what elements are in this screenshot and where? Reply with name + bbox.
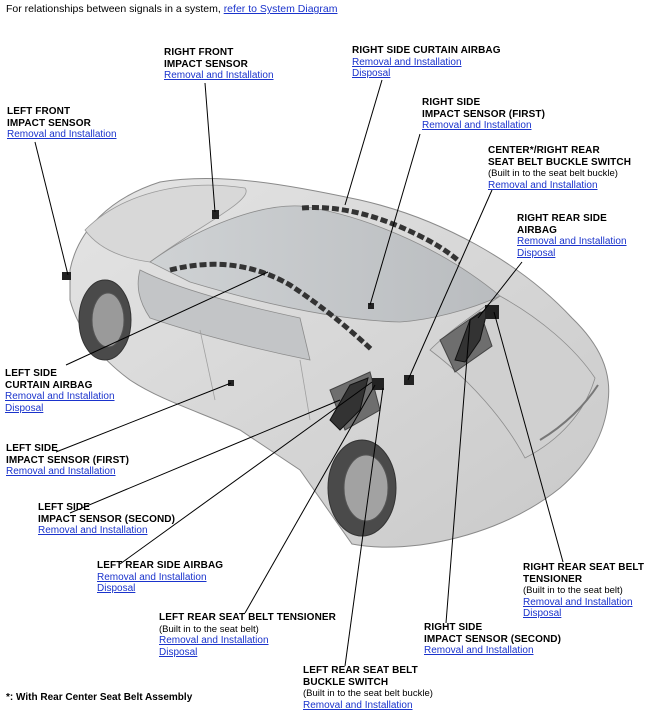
removal-installation-link[interactable]: Removal and Installation: [488, 179, 598, 191]
right-rear-side-airbag-shape: [454, 306, 489, 363]
left-front-sensor-shape: [62, 272, 71, 280]
removal-installation-link[interactable]: Removal and Installation: [517, 236, 627, 247]
label-note: (Built in to the seat belt): [159, 623, 259, 635]
label-title: IMPACT SENSOR (FIRST): [6, 454, 130, 466]
label-title: IMPACT SENSOR: [7, 117, 91, 129]
label-title: TENSIONER: [523, 573, 583, 585]
removal-installation-link[interactable]: Removal and Installation: [424, 645, 534, 656]
label-title: RIGHT REAR SEAT BELT: [523, 562, 645, 573]
label-title: LEFT FRONT: [7, 106, 71, 117]
label-title: IMPACT SENSOR (SECOND): [38, 513, 176, 525]
label-note: (Built in to the seat belt buckle): [488, 168, 618, 179]
removal-installation-link[interactable]: Removal and Installation: [6, 466, 116, 477]
disposal-link[interactable]: Disposal: [97, 583, 136, 594]
right-tensioner-shape: [485, 305, 499, 319]
label-title: LEFT SIDE: [6, 443, 59, 454]
removal-installation-link[interactable]: Removal and Installation: [303, 699, 413, 711]
label-note: (Built in to the seat belt buckle): [303, 688, 433, 699]
label-title: IMPACT SENSOR (SECOND): [424, 633, 562, 645]
label-right-side-curtain-airbag: RIGHT SIDE CURTAIN AIRBAG Removal and In…: [352, 45, 501, 80]
disposal-link[interactable]: Disposal: [523, 608, 562, 619]
label-title: LEFT REAR SEAT BELT: [303, 665, 418, 676]
label-center-right-rear-buckle-switch: CENTER*/RIGHT REAR SEAT BELT BUCKLE SWIT…: [488, 145, 631, 191]
label-left-side-impact-sensor-second: LEFT SIDE IMPACT SENSOR (SECOND) Removal…: [38, 502, 175, 537]
label-title: LEFT SIDE: [38, 502, 91, 513]
left-tensioner-shape: [372, 378, 384, 390]
leader-lines: [34, 79, 564, 667]
removal-installation-link[interactable]: Removal and Installation: [164, 70, 274, 81]
label-title: CENTER*/RIGHT REAR: [488, 145, 600, 156]
label-title: LEFT SIDE: [5, 368, 58, 379]
label-note: (Built in to the seat belt): [523, 585, 623, 596]
label-left-rear-buckle-switch: LEFT REAR SEAT BELT BUCKLE SWITCH (Built…: [303, 665, 433, 711]
disposal-link[interactable]: Disposal: [352, 68, 391, 79]
airbag-components: [62, 205, 499, 431]
label-right-side-impact-sensor-second: RIGHT SIDE IMPACT SENSOR (SECOND) Remova…: [424, 622, 561, 657]
disposal-link[interactable]: Disposal: [159, 646, 198, 658]
label-title: SEAT BELT BUCKLE SWITCH: [488, 156, 632, 168]
label-title: RIGHT SIDE: [424, 622, 483, 633]
label-left-front-impact-sensor: LEFT FRONT IMPACT SENSOR Removal and Ins…: [7, 106, 117, 141]
label-right-rear-seat-belt-tensioner: RIGHT REAR SEAT BELT TENSIONER (Built in…: [523, 562, 644, 620]
label-title: CURTAIN AIRBAG: [5, 379, 93, 391]
system-diagram-link[interactable]: refer to System Diagram: [223, 3, 338, 15]
label-title: AIRBAG: [517, 224, 558, 236]
label-title: LEFT REAR SIDE AIRBAG: [97, 560, 224, 571]
footnote: *: With Rear Center Seat Belt Assembly: [6, 692, 193, 703]
disposal-link[interactable]: Disposal: [5, 402, 44, 414]
label-left-side-impact-sensor-first: LEFT SIDE IMPACT SENSOR (FIRST) Removal …: [6, 443, 129, 478]
removal-installation-link[interactable]: Removal and Installation: [352, 56, 462, 68]
right-side-sensor-first-shape: [368, 303, 374, 309]
removal-installation-link[interactable]: Removal and Installation: [38, 525, 148, 536]
label-title: IMPACT SENSOR: [164, 58, 248, 70]
removal-installation-link[interactable]: Removal and Installation: [159, 635, 269, 646]
label-right-front-impact-sensor: RIGHT FRONT IMPACT SENSOR Removal and In…: [164, 47, 274, 82]
label-title: BUCKLE SWITCH: [303, 676, 389, 688]
removal-installation-link[interactable]: Removal and Installation: [7, 129, 117, 140]
disposal-link[interactable]: Disposal: [517, 247, 556, 259]
label-left-rear-side-airbag: LEFT REAR SIDE AIRBAG Removal and Instal…: [97, 560, 223, 595]
right-front-sensor-shape: [212, 210, 219, 219]
removal-installation-link[interactable]: Removal and Installation: [523, 596, 633, 608]
removal-installation-link[interactable]: Removal and Installation: [422, 120, 532, 131]
label-right-side-impact-sensor-first: RIGHT SIDE IMPACT SENSOR (FIRST) Removal…: [422, 97, 545, 132]
removal-installation-link[interactable]: Removal and Installation: [5, 391, 115, 402]
left-rear-side-airbag-shape: [329, 377, 369, 431]
label-title: RIGHT REAR SIDE: [517, 213, 607, 224]
label-left-rear-seat-belt-tensioner: LEFT REAR SEAT BELT TENSIONER (Built in …: [159, 612, 336, 658]
header-text: For relationships between signals in a s…: [6, 3, 224, 15]
right-curtain-airbag-shape: [301, 205, 462, 264]
label-title: LEFT REAR SEAT BELT TENSIONER: [159, 612, 336, 623]
label-title: RIGHT SIDE: [422, 97, 481, 108]
left-curtain-airbag-shape: [169, 261, 374, 352]
removal-installation-link[interactable]: Removal and Installation: [97, 571, 207, 583]
label-right-rear-side-airbag: RIGHT REAR SIDE AIRBAG Removal and Insta…: [517, 213, 627, 259]
label-title: RIGHT FRONT: [164, 47, 234, 58]
center-buckle-switch-shape: [404, 375, 414, 385]
label-title: IMPACT SENSOR (FIRST): [422, 108, 546, 120]
header-line: For relationships between signals in a s…: [6, 3, 337, 15]
label-left-side-curtain-airbag: LEFT SIDE CURTAIN AIRBAG Removal and Ins…: [5, 368, 115, 414]
label-title: RIGHT SIDE CURTAIN AIRBAG: [352, 45, 501, 56]
